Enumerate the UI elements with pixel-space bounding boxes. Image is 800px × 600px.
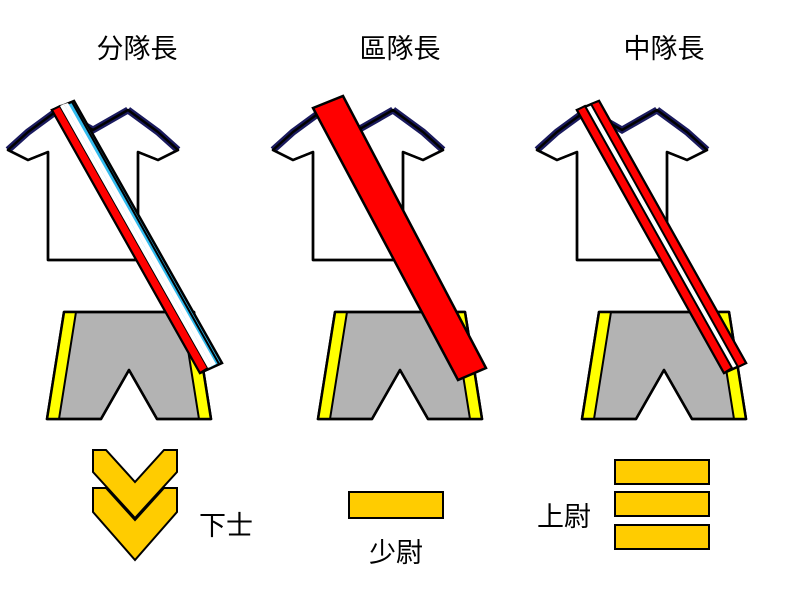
title-right: 中隊長 [624,34,705,65]
title-center: 區隊長 [360,34,441,65]
insignia-bars-triple [614,459,710,550]
title-left: 分隊長 [97,34,178,65]
rank-right: 上尉 [537,502,591,533]
sash-center [311,94,488,382]
insignia-bar-single [348,491,444,519]
insignia-chevrons [92,449,178,562]
sash-left [50,99,224,375]
rank-left: 下士 [199,511,253,542]
sash-right [575,99,748,375]
rank-center: 少尉 [369,538,423,569]
